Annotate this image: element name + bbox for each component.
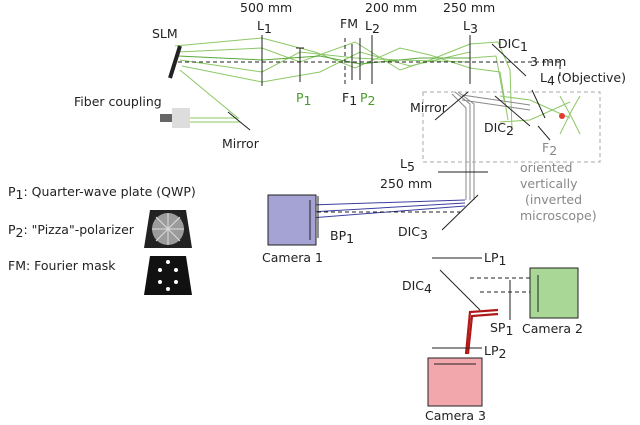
- bp1-label: BP1: [330, 228, 354, 246]
- l3-label: L3: [463, 18, 478, 36]
- camera1-beam: [309, 199, 466, 219]
- slm-element: [168, 45, 182, 79]
- sample-point: [559, 113, 565, 119]
- detection-beam: [451, 91, 531, 200]
- lp2-label: LP2: [484, 343, 506, 361]
- dic4-element: [439, 269, 481, 311]
- mirror2-element: [434, 91, 469, 121]
- dic2-label: DIC2: [484, 120, 514, 138]
- p2-label: P2: [360, 90, 376, 108]
- camera3-beam-2: [466, 312, 499, 355]
- camera1-box: [267, 194, 317, 246]
- pizza-polarizer-icon: [144, 210, 192, 248]
- l4-label: L4(Objective): [540, 70, 626, 88]
- f1-label: F1: [342, 90, 357, 108]
- f2-element: [537, 125, 551, 141]
- oriented-line4: microscope): [520, 208, 597, 223]
- microscope-frame: [422, 91, 601, 163]
- oriented-line3: (inverted: [525, 192, 582, 207]
- camera1-label: Camera 1: [262, 250, 323, 265]
- mirror1-label: Mirror: [222, 136, 260, 151]
- dic4-label: DIC4: [402, 278, 432, 296]
- l2-label: L2: [365, 18, 380, 36]
- objective-l4: [531, 89, 546, 119]
- camera3-box: [427, 357, 483, 407]
- fiber-coupler-icon: [160, 114, 182, 122]
- fiber-coupler-housing: [172, 108, 190, 128]
- legend-item-p2: P2: "Pizza"-polarizer: [8, 222, 135, 240]
- mirror1-element: [227, 111, 251, 131]
- l1-distance-label: 500 mm: [240, 0, 292, 15]
- dic3-element: [441, 194, 479, 231]
- oriented-line1: oriented: [520, 160, 572, 175]
- dic3-label: DIC3: [398, 224, 428, 242]
- fiber-coupling-label: Fiber coupling: [74, 94, 162, 109]
- l5-distance-label: 250 mm: [380, 176, 432, 191]
- camera2-box: [529, 267, 579, 319]
- oriented-line2: vertically: [520, 176, 578, 191]
- camera3-beam: [464, 308, 499, 355]
- dic1-label: DIC1: [498, 36, 528, 54]
- l1-label: L1: [257, 18, 272, 36]
- p1-label: P1: [296, 90, 312, 108]
- sp1-label: SP1: [490, 320, 513, 338]
- dic1-element: [491, 43, 527, 77]
- fourier-mask-icon: [144, 256, 192, 295]
- three-mm-label: 3 mm: [530, 54, 566, 69]
- optical-axis-dashed: [178, 61, 561, 76]
- legend-item-fm: FM: Fourier mask: [8, 258, 116, 273]
- lp1-label: LP1: [484, 250, 506, 268]
- l3-distance-label: 250 mm: [443, 0, 495, 15]
- l5-label: L5: [400, 156, 415, 174]
- legend-item-p1: P1: Quarter-wave plate (QWP): [8, 184, 196, 202]
- camera2-label: Camera 2: [522, 321, 583, 336]
- camera3-label: Camera 3: [425, 408, 486, 423]
- slm-label: SLM: [152, 26, 178, 41]
- fm-label: FM: [340, 16, 358, 31]
- f2-label: F2: [542, 140, 557, 158]
- dic2-element: [494, 95, 531, 127]
- mirror2-label: Mirror: [410, 100, 448, 115]
- l2-distance-label: 200 mm: [365, 0, 417, 15]
